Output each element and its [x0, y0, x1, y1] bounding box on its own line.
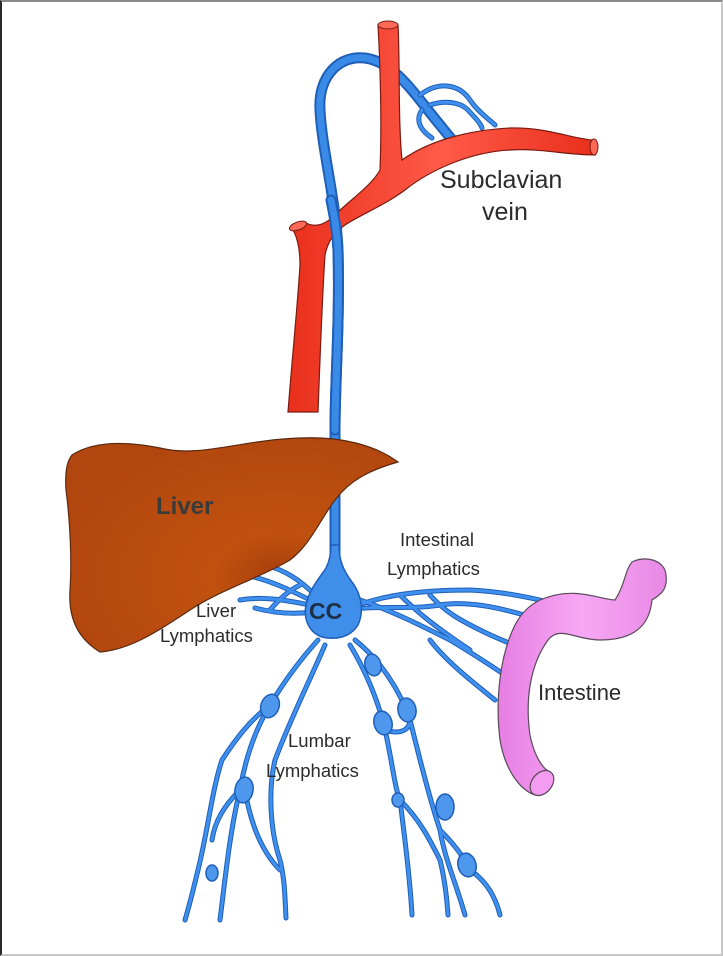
label-liver: Liver	[156, 493, 213, 520]
lymph-node	[457, 852, 477, 878]
lymph-node	[391, 792, 405, 808]
label-lumbar-lymphatics-line1: Lumbar	[288, 730, 351, 751]
label-lumbar-lymphatics-line2: Lymphatics	[266, 760, 359, 781]
label-liver-lymphatics-line2: Lymphatics	[160, 625, 253, 646]
cisterna-chyli	[304, 544, 363, 639]
liver-lymphatics	[237, 562, 318, 616]
lumbar-lymphatics	[182, 637, 503, 923]
lymph-node	[205, 864, 219, 882]
lymph-node	[435, 793, 455, 821]
liver	[65, 437, 400, 653]
lymph-node	[373, 710, 393, 736]
label-subclavian-line2: vein	[482, 198, 528, 226]
lymph-node	[397, 697, 417, 723]
label-intestinal-lymphatics-line1: Intestinal	[400, 529, 474, 550]
label-subclavian-line1: Subclavian	[440, 166, 562, 194]
label-liver-lymphatics-line1: Liver	[196, 600, 236, 621]
lymph-node	[259, 693, 281, 719]
lymph-node	[364, 653, 382, 677]
label-cc: CC	[309, 598, 342, 624]
intestine	[497, 558, 667, 797]
label-intestinal-lymphatics-line2: Lymphatics	[387, 558, 480, 579]
label-intestine: Intestine	[538, 680, 621, 705]
lymph-node	[234, 776, 254, 804]
intestinal-lymphatics	[342, 587, 563, 703]
